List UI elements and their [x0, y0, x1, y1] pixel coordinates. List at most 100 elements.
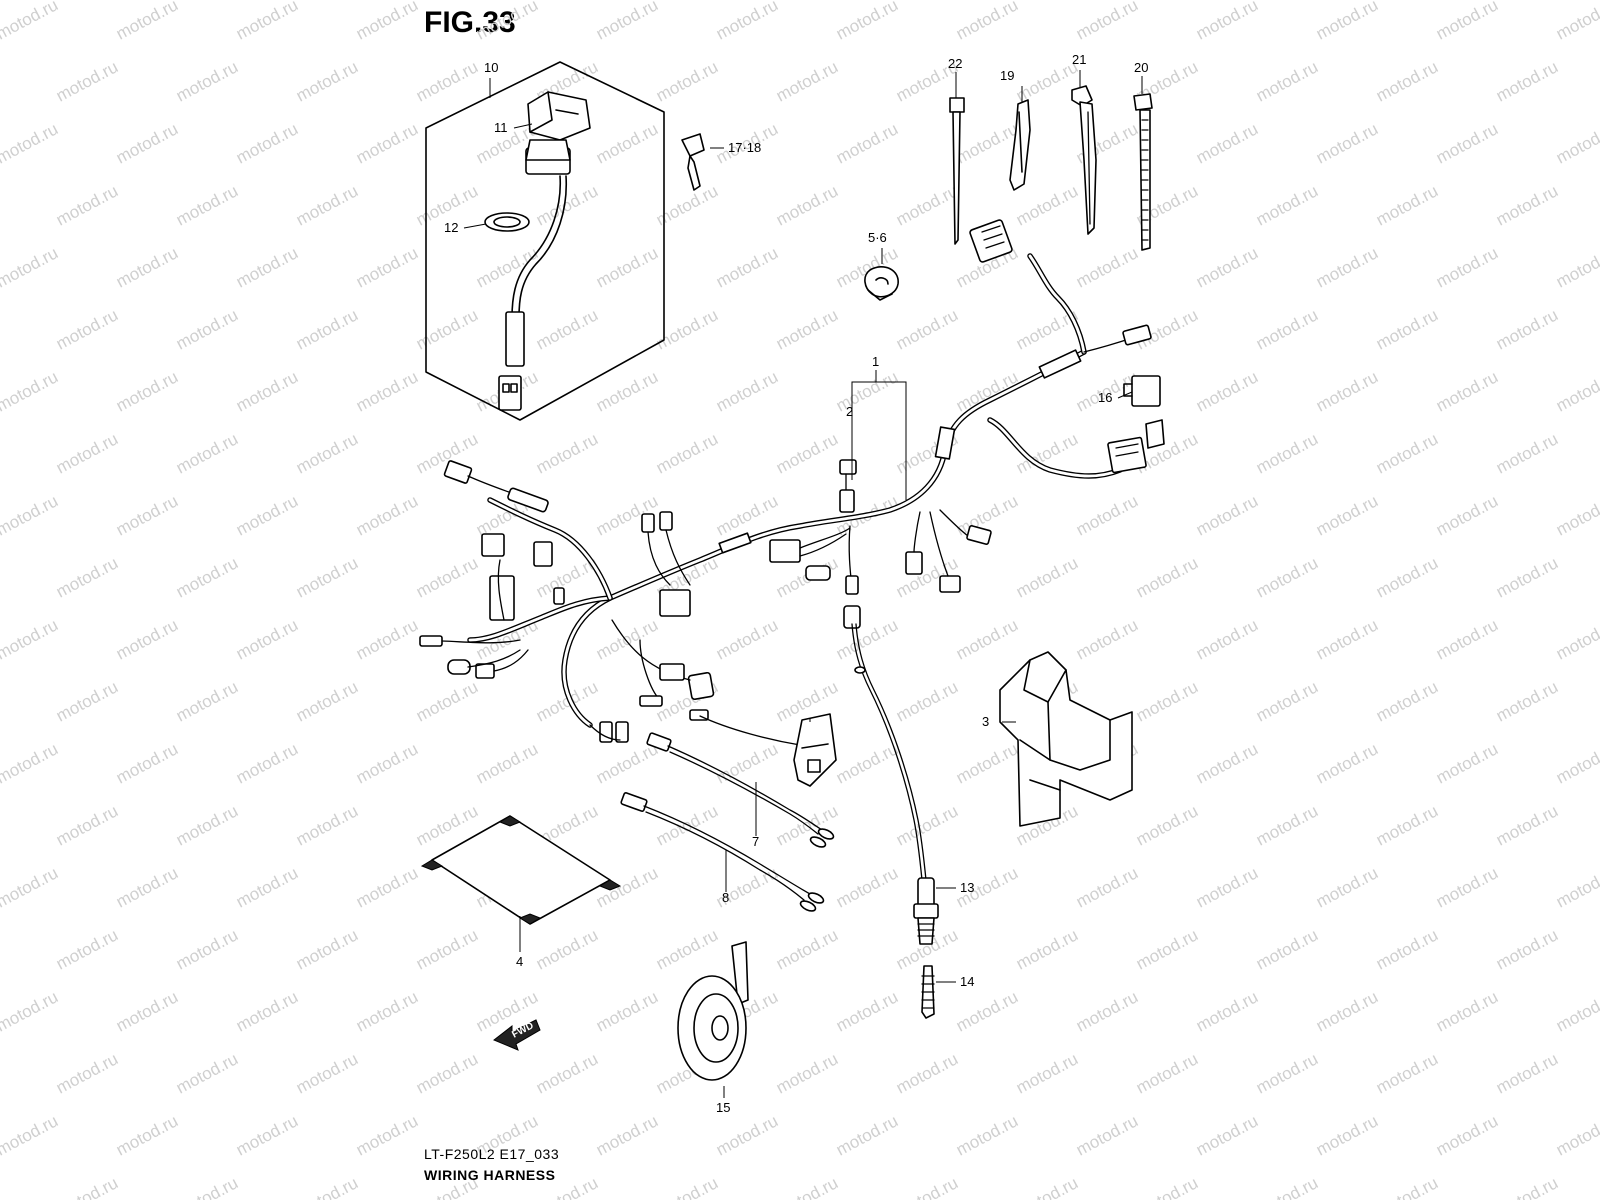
watermark-text: motod.ru — [1433, 739, 1501, 787]
watermark-text: motod.ru — [53, 1049, 121, 1097]
switch-boot[interactable] — [921, 965, 935, 1019]
watermark-text: motod.ru — [1253, 925, 1321, 973]
watermark-text: motod.ru — [113, 1111, 181, 1159]
watermark-text: motod.ru — [713, 243, 781, 291]
switch-nut[interactable] — [484, 212, 530, 232]
watermark-text: motod.ru — [53, 677, 121, 725]
watermark-text: motod.ru — [1193, 739, 1261, 787]
watermark-text: motod.ru — [1373, 305, 1441, 353]
watermark-text: motod.ru — [1433, 615, 1501, 663]
harness-connectors-left[interactable] — [419, 460, 565, 679]
watermark-text: motod.ru — [353, 0, 421, 44]
watermark-text: motod.ru — [233, 1111, 301, 1159]
watermark-text: motod.ru — [1493, 1049, 1561, 1097]
watermark-text: motod.ru — [1493, 677, 1561, 725]
band-17-18[interactable] — [1009, 99, 1031, 191]
harness-connector-top[interactable] — [969, 219, 1152, 353]
watermark-text: motod.ru — [113, 367, 181, 415]
watermark-text: motod.ru — [833, 0, 901, 44]
harness-cover[interactable] — [999, 651, 1133, 827]
watermark-text: motod.ru — [173, 801, 241, 849]
watermark-text: motod.ru — [1433, 491, 1501, 539]
watermark-text: motod.ru — [1193, 119, 1261, 167]
diagram-caption: WIRING HARNESS — [424, 1167, 556, 1183]
harness-connectors-center[interactable] — [641, 459, 992, 629]
watermark-text: motod.ru — [353, 243, 421, 291]
watermark-text: motod.ru — [1073, 1111, 1141, 1159]
ignition-kit-box — [425, 61, 665, 421]
lead-wire-7[interactable] — [646, 732, 835, 849]
watermark-text: motod.ru — [53, 181, 121, 229]
ignition-key[interactable] — [681, 133, 705, 191]
watermark-text: motod.ru — [353, 615, 421, 663]
watermark-text: motod.ru — [653, 925, 721, 973]
watermark-text: motod.ru — [1253, 305, 1321, 353]
watermark-text: motod.ru — [1013, 181, 1081, 229]
watermark-text: motod.ru — [1253, 429, 1321, 477]
harness-clamp[interactable] — [864, 266, 899, 301]
watermark-text: motod.ru — [1313, 1111, 1381, 1159]
watermark-text: motod.ru — [113, 863, 181, 911]
watermark-text: motod.ru — [113, 243, 181, 291]
callout-4: 4 — [516, 954, 523, 969]
watermark-text: motod.ru — [0, 615, 61, 663]
watermark-text: motod.ru — [0, 863, 61, 911]
coupler-22[interactable] — [793, 713, 837, 787]
watermark-text: motod.ru — [953, 987, 1021, 1035]
callout-16: 17·18 — [728, 140, 761, 155]
callout-1: 1 — [872, 354, 879, 369]
watermark-text: motod.ru — [0, 739, 61, 787]
watermark-text: motod.ru — [1373, 925, 1441, 973]
watermark-text: motod.ru — [1373, 801, 1441, 849]
lead-wire-8[interactable] — [620, 792, 825, 913]
watermark-text: motod.ru — [113, 987, 181, 1035]
watermark-text: motod.ru — [0, 553, 1, 601]
watermark-text: motod.ru — [1553, 739, 1600, 787]
watermark-text: motod.ru — [1193, 1111, 1261, 1159]
watermark-text: motod.ru — [1433, 119, 1501, 167]
watermark-text: motod.ru — [1313, 491, 1381, 539]
watermark-text: motod.ru — [833, 615, 901, 663]
cable-tie-19[interactable] — [1133, 93, 1153, 251]
watermark-text: motod.ru — [893, 181, 961, 229]
watermark-text: motod.ru — [1553, 0, 1600, 44]
harness-connectors-lower[interactable] — [589, 619, 801, 746]
horn[interactable] — [677, 941, 749, 1081]
watermark-text: motod.ru — [893, 801, 961, 849]
neutral-switch[interactable] — [851, 623, 939, 945]
watermark-text: motod.ru — [1553, 987, 1600, 1035]
watermark-text: motod.ru — [233, 863, 301, 911]
watermark-text: motod.ru — [1073, 863, 1141, 911]
watermark-text: motod.ru — [1073, 615, 1141, 663]
insulation-pad[interactable] — [420, 815, 622, 925]
watermark-text: motod.ru — [353, 1111, 421, 1159]
watermark-text: motod.ru — [1313, 987, 1381, 1035]
callout-17-18: 19 — [1000, 68, 1014, 83]
watermark-text: motod.ru — [1373, 429, 1441, 477]
watermark-text: motod.ru — [0, 57, 1, 105]
watermark-text: motod.ru — [1493, 57, 1561, 105]
watermark-text: motod.ru — [413, 677, 481, 725]
watermark-text: motod.ru — [593, 243, 661, 291]
cable-tie-20[interactable] — [949, 97, 965, 245]
watermark-text: motod.ru — [173, 677, 241, 725]
watermark-text: motod.ru — [593, 119, 661, 167]
callout-2: 2 — [846, 404, 853, 419]
watermark-text: motod.ru — [893, 677, 961, 725]
watermark-text: motod.ru — [653, 1173, 721, 1200]
watermark-text: motod.ru — [353, 491, 421, 539]
watermark-text: motod.ru — [1133, 801, 1201, 849]
watermark-text: motod.ru — [293, 925, 361, 973]
watermark-text: motod.ru — [773, 1173, 841, 1200]
watermark-text: motod.ru — [1253, 181, 1321, 229]
main-wiring-harness[interactable] — [467, 253, 1123, 728]
relay-connector-15[interactable] — [1107, 375, 1165, 474]
watermark-text: motod.ru — [0, 0, 61, 44]
watermark-text: motod.ru — [0, 925, 1, 973]
watermark-text: motod.ru — [773, 429, 841, 477]
watermark-text: motod.ru — [1553, 119, 1600, 167]
watermark-text: motod.ru — [233, 491, 301, 539]
ignition-switch[interactable] — [498, 91, 591, 411]
watermark-text: motod.ru — [53, 305, 121, 353]
clamp-band-21[interactable] — [1071, 85, 1097, 235]
